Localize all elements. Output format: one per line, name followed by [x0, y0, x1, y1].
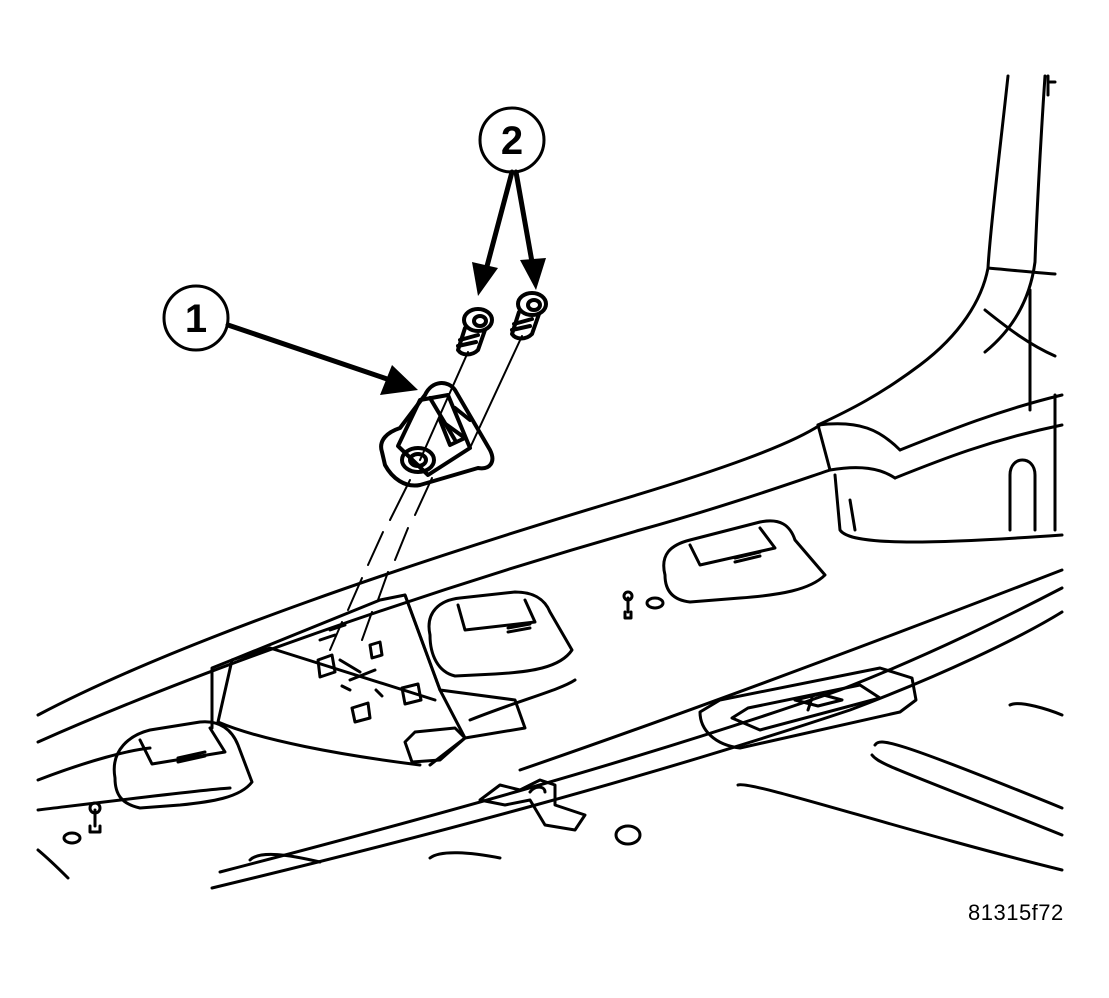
callout-1-circle [162, 284, 230, 352]
b-pillar [816, 74, 1064, 544]
callout-2-arrowhead-a [472, 262, 498, 296]
alignment-lines [329, 335, 523, 651]
callout-2-leader-b [513, 169, 535, 265]
callout-2-arrowhead-b [520, 258, 546, 290]
floor-clip [478, 778, 587, 832]
screw-left [456, 307, 494, 357]
floor-panel [36, 423, 1064, 890]
callout-1-label: 1 [185, 297, 207, 341]
pad-mount-left [112, 720, 254, 810]
bracket [379, 381, 495, 488]
callout-2 [472, 106, 546, 296]
callout-1-leader [225, 322, 393, 383]
floor-openings [36, 596, 1064, 880]
callout-1 [162, 284, 418, 395]
push-pin-left [88, 801, 102, 834]
callout-2-label: 2 [501, 119, 523, 163]
figure-id: 81315f72 [968, 900, 1064, 925]
mounting-tower [210, 593, 527, 767]
push-pin-right [622, 590, 634, 620]
screw-right [510, 291, 548, 341]
floor-slot-plate [698, 666, 918, 750]
callout-2-leader-a [483, 169, 515, 273]
pad-mount-right [662, 519, 827, 604]
pad-mount-center [427, 590, 574, 678]
callout-1-arrowhead [380, 365, 418, 395]
